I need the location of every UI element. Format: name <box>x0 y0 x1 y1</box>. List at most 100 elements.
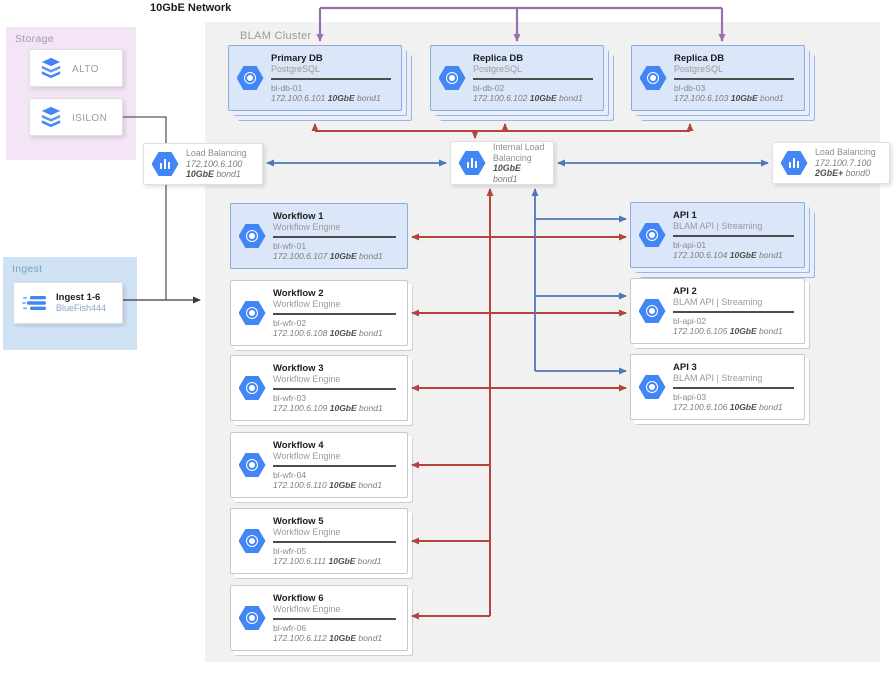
node-subtitle: PostgreSQL <box>271 64 321 75</box>
divider <box>273 465 397 467</box>
divider <box>273 618 397 620</box>
node-hostname: bl-wfr-06 <box>273 622 307 633</box>
node-hostname: bl-api-02 <box>673 315 707 326</box>
divider <box>473 78 593 80</box>
load-balancer-left: Load Balancing 172.100.6.100 10GbE bond1 <box>143 143 263 185</box>
node-title: API 2 <box>673 286 697 298</box>
storage-layers-icon <box>30 57 72 79</box>
node-hostname: bl-db-02 <box>473 82 505 93</box>
node-subtitle: Workflow Engine <box>273 299 341 310</box>
ilb-title-line1: Internal Load <box>493 142 545 152</box>
node-subtitle: Workflow Engine <box>273 374 341 385</box>
node-title: Workflow 3 <box>273 363 324 375</box>
node-hostname: bl-db-01 <box>271 82 303 93</box>
load-balancer-icon <box>773 151 815 175</box>
divider <box>273 313 397 315</box>
workflow-node-6: Workflow 6 Workflow Engine bl-wfr-06 172… <box>230 585 408 651</box>
divider <box>271 78 391 80</box>
ingest-label: Ingest <box>12 263 43 275</box>
db-node-replica-1: Replica DB PostgreSQL bl-db-02 172.100.6… <box>430 45 604 111</box>
node-subtitle: PostgreSQL <box>674 64 724 75</box>
workflow-node-3: Workflow 3 Workflow Engine bl-wfr-03 172… <box>230 355 408 421</box>
node-hostname: bl-wfr-01 <box>273 240 307 251</box>
node-hostname: bl-wfr-05 <box>273 545 307 556</box>
divider <box>273 388 397 390</box>
database-icon <box>229 66 271 90</box>
ingest-node: Ingest 1-6 BlueFish444 <box>13 282 123 324</box>
node-ip: 172.100.6.110 10GbE bond1 <box>273 479 383 490</box>
node-hostname: bl-api-01 <box>673 239 707 250</box>
node-subtitle: Workflow Engine <box>273 222 341 233</box>
node-title: Replica DB <box>473 53 524 65</box>
lb-net: 10GbE bond1 <box>186 169 241 180</box>
db-node-primary: Primary DB PostgreSQL bl-db-01 172.100.6… <box>228 45 402 111</box>
divider <box>673 311 794 313</box>
load-balancer-icon <box>144 152 186 176</box>
node-title: Replica DB <box>674 53 725 65</box>
node-ip: 172.100.6.112 10GbE bond1 <box>273 632 383 643</box>
storage-layers-icon <box>30 106 72 128</box>
node-subtitle: BLAM API | Streaming <box>673 373 763 384</box>
db-node-replica-2: Replica DB PostgreSQL bl-db-03 172.100.6… <box>631 45 805 111</box>
workflow-node-5: Workflow 5 Workflow Engine bl-wfr-05 172… <box>230 508 408 574</box>
node-subtitle: Workflow Engine <box>273 604 341 615</box>
ilb-net: 10GbE bond1 <box>493 163 521 184</box>
load-balancer-internal: Internal Load Balancing 10GbE bond1 <box>450 141 554 185</box>
ilb-title-line2: Balancing <box>493 152 532 163</box>
lb-net: 2GbE+ bond0 <box>815 168 871 179</box>
divider <box>673 235 794 237</box>
workflow-icon <box>231 376 273 400</box>
node-ip: 172.100.6.105 10GbE bond1 <box>673 325 783 336</box>
api-icon <box>631 299 673 323</box>
node-hostname: bl-api-03 <box>673 391 707 402</box>
api-node-1: API 1 BLAM API | Streaming bl-api-01 172… <box>630 202 805 268</box>
lb-ip: 172.100.6.100 <box>186 158 243 169</box>
workflow-icon <box>231 529 273 553</box>
node-ip: 172.100.6.103 10GbE bond1 <box>674 92 784 103</box>
workflow-icon <box>231 224 273 248</box>
node-ip: 172.100.6.108 10GbE bond1 <box>273 327 383 338</box>
node-title: Workflow 4 <box>273 440 324 452</box>
node-hostname: bl-wfr-04 <box>273 469 307 480</box>
node-title: API 3 <box>673 362 697 374</box>
node-title: Workflow 1 <box>273 211 324 223</box>
storage-node-isilon: ISILON <box>29 98 123 136</box>
database-icon <box>431 66 473 90</box>
lb-title: Load Balancing <box>186 148 247 159</box>
divider <box>674 78 794 80</box>
node-ip: 172.100.6.111 10GbE bond1 <box>273 555 382 566</box>
node-title: API 1 <box>673 210 697 222</box>
node-ip: 172.100.6.101 10GbE bond1 <box>271 92 381 103</box>
node-hostname: bl-wfr-03 <box>273 392 307 403</box>
storage-node-alto: ALTO <box>29 49 123 87</box>
divider <box>273 541 397 543</box>
node-title: Workflow 6 <box>273 593 324 605</box>
node-title: Workflow 2 <box>273 288 324 300</box>
node-ip: 172.100.6.106 10GbE bond1 <box>673 401 783 412</box>
workflow-icon <box>231 453 273 477</box>
node-subtitle: BLAM API | Streaming <box>673 297 763 308</box>
load-balancer-icon <box>451 151 493 175</box>
database-icon <box>632 66 674 90</box>
node-ip: 172.100.6.109 10GbE bond1 <box>273 402 383 413</box>
api-node-2: API 2 BLAM API | Streaming bl-api-02 172… <box>630 278 805 344</box>
storage-node-label: ISILON <box>72 113 108 124</box>
node-subtitle: Workflow Engine <box>273 527 341 538</box>
workflow-node-1: Workflow 1 Workflow Engine bl-wfr-01 172… <box>230 203 408 269</box>
diagram-title: 10GbE Network <box>150 2 232 14</box>
divider <box>673 387 794 389</box>
workflow-node-2: Workflow 2 Workflow Engine bl-wfr-02 172… <box>230 280 408 346</box>
storage-label: Storage <box>15 33 54 45</box>
node-hostname: bl-wfr-02 <box>273 317 307 328</box>
node-subtitle: PostgreSQL <box>473 64 523 75</box>
node-hostname: bl-db-03 <box>674 82 706 93</box>
node-title: Primary DB <box>271 53 323 65</box>
ingest-node-subtitle: BlueFish444 <box>56 303 107 313</box>
workflow-node-4: Workflow 4 Workflow Engine bl-wfr-04 172… <box>230 432 408 498</box>
load-balancer-right: Load Balancing 172.100.7.100 2GbE+ bond0 <box>772 142 890 184</box>
storage-container: Storage <box>6 27 136 160</box>
api-node-3: API 3 BLAM API | Streaming bl-api-03 172… <box>630 354 805 420</box>
api-icon <box>631 223 673 247</box>
node-ip: 172.100.6.102 10GbE bond1 <box>473 92 583 103</box>
divider <box>273 236 397 238</box>
